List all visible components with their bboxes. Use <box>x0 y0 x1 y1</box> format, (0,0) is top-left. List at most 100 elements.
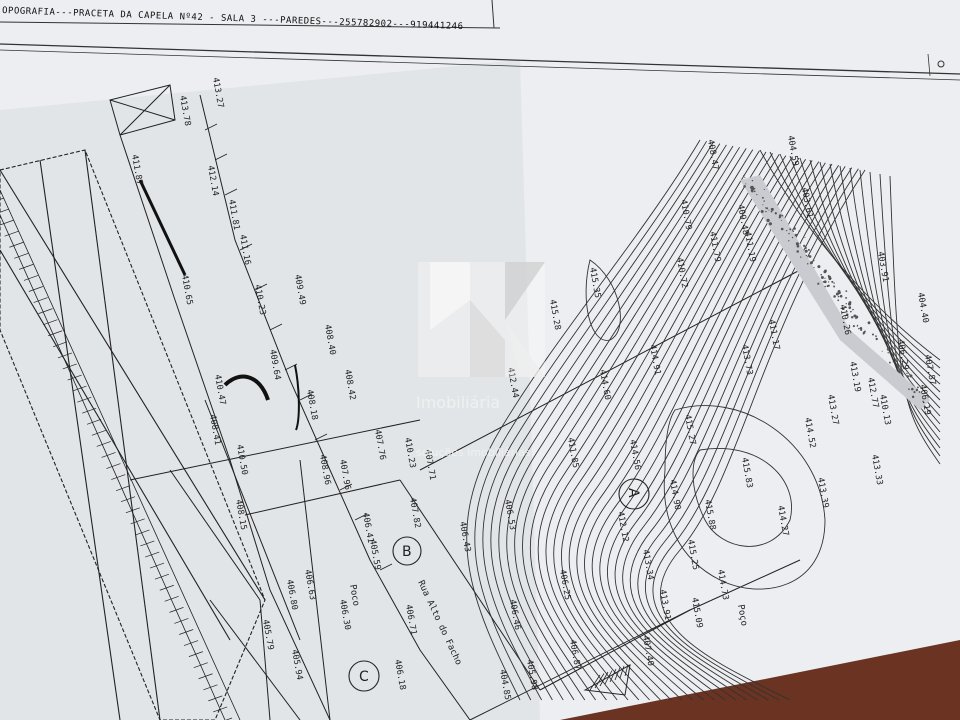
contour-line <box>466 139 701 701</box>
hatch-tick <box>77 396 92 403</box>
rock-dot <box>915 388 919 392</box>
rock-dot <box>896 363 899 366</box>
rock-dot <box>911 395 915 399</box>
rock-dot <box>780 219 782 221</box>
watermark-subtitle: soluções imobiliárias <box>416 446 531 459</box>
rock-dot <box>798 230 801 233</box>
contour-line <box>568 155 787 701</box>
rock-dot <box>906 372 908 375</box>
hatch-tick <box>28 286 43 292</box>
triangle-hatch-line <box>594 673 605 689</box>
rock-dot <box>812 259 815 262</box>
rock-dot <box>804 249 808 253</box>
hatch-tick <box>52 341 68 348</box>
hatch-tick <box>33 297 48 303</box>
rock-dot <box>827 285 829 287</box>
hatch-tick <box>14 252 29 259</box>
rock-dot <box>898 370 902 373</box>
hatch-tick <box>111 474 126 480</box>
rock-dot <box>745 183 747 185</box>
hatch-tick <box>72 385 87 392</box>
rock-dot <box>864 330 866 333</box>
hatch-ticks <box>0 197 233 720</box>
rock-dot <box>833 282 835 284</box>
rock-dot <box>837 299 840 302</box>
rock-dot <box>881 350 883 352</box>
boundary-ticks <box>204 123 393 571</box>
rock-dot <box>809 261 813 265</box>
contour-line <box>869 171 941 449</box>
contour-line <box>514 146 740 701</box>
rock-dot <box>774 212 777 215</box>
rock-dot <box>850 310 852 313</box>
boundary-tick <box>254 283 268 291</box>
rock-dot <box>813 267 815 269</box>
rock-dot <box>768 222 772 226</box>
rock-dot <box>841 307 845 311</box>
building-outline <box>0 149 266 720</box>
rock-dot <box>789 228 792 231</box>
rock-dot <box>848 301 852 304</box>
hatch-tick <box>67 374 82 381</box>
rock-dot <box>786 229 788 232</box>
contour-line <box>660 169 866 701</box>
rock-dot <box>853 314 857 318</box>
rock-dot <box>817 282 820 285</box>
contour-line <box>652 168 859 701</box>
boundary-tick <box>239 243 253 251</box>
rock-dot <box>848 306 852 309</box>
contour-line <box>644 167 853 701</box>
rock-dot <box>763 200 765 202</box>
contour-line <box>614 162 826 701</box>
hatch-tick <box>188 651 204 657</box>
hatched-boundary <box>0 189 241 720</box>
zone-circle-c <box>348 660 380 692</box>
rock-dot <box>887 352 889 354</box>
well-label-1: Poco <box>347 584 361 607</box>
rock-dot <box>858 328 860 330</box>
rocky-strip <box>740 175 930 410</box>
rock-dot <box>751 187 755 190</box>
hatch-tick <box>135 529 150 536</box>
rock-dot <box>780 227 784 231</box>
rock-dot <box>824 285 826 288</box>
contour-line <box>537 150 760 701</box>
hatch-tick <box>18 264 34 270</box>
hatch-tick <box>193 662 208 669</box>
rock-dot <box>795 242 799 246</box>
rock-dot <box>788 232 790 235</box>
rock-dot <box>817 265 821 269</box>
hatch-tick <box>86 418 102 425</box>
triangle-hatch <box>589 664 629 691</box>
rock-dot <box>743 185 746 188</box>
hatch-tick <box>174 618 189 624</box>
rock-dot <box>820 276 824 279</box>
rock-dot <box>852 325 855 328</box>
rock-dot <box>835 292 839 296</box>
contour-line <box>482 142 714 701</box>
rock-dot <box>888 361 891 364</box>
hatch-tick <box>198 673 213 680</box>
rock-dot <box>804 236 806 239</box>
rock-dot <box>793 227 796 230</box>
watermark: Imobiliária soluções imobiliárias <box>416 262 545 459</box>
rock-dot <box>778 216 781 219</box>
hatch-tick <box>57 352 73 359</box>
rock-dot <box>803 244 806 248</box>
rock-dot <box>807 248 810 251</box>
rock-dot <box>794 233 798 237</box>
rock-dot <box>900 367 902 369</box>
triangle-hatch-line <box>609 668 617 683</box>
rock-dot <box>845 303 847 305</box>
hatch-tick <box>106 463 121 469</box>
hatch-tick <box>125 507 140 514</box>
boundary-tick <box>204 123 218 131</box>
hatched-triangle <box>583 664 631 696</box>
rock-dot <box>744 177 746 178</box>
hatch-tick <box>82 407 97 414</box>
contour-line <box>560 154 780 701</box>
contour-line <box>506 145 734 701</box>
rock-dot <box>827 281 830 283</box>
contour-lines <box>466 139 941 701</box>
